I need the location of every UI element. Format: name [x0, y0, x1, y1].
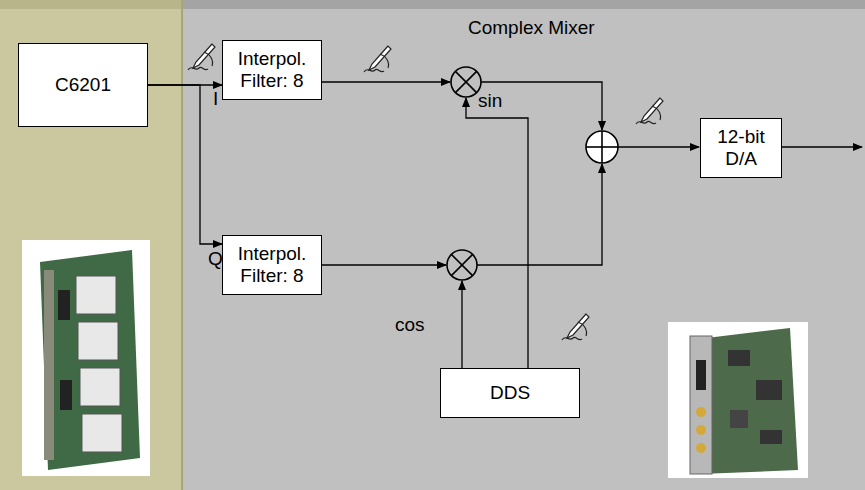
signal-name: I: [213, 88, 218, 110]
filter-box: Interpol. Filter: 8: [222, 235, 322, 295]
adder-symbol: [586, 131, 618, 163]
node-text: DDS: [490, 382, 530, 404]
mixer-symbol: [447, 67, 481, 280]
synthesizer-box: DDS: [440, 368, 580, 418]
block-label: Complex Mixer: [468, 17, 595, 39]
pen-icons: [188, 44, 663, 340]
board-photo-left: [22, 240, 150, 476]
node-text: C6201: [55, 74, 111, 96]
signal-name: cos: [395, 314, 425, 336]
converter-box: 12-bit D/A: [700, 118, 782, 178]
board-photo-right: [668, 322, 808, 478]
node-text: Interpol. Filter: 8: [229, 243, 315, 287]
signal-name: Q: [208, 248, 223, 270]
node-text: 12-bit D/A: [707, 126, 775, 170]
signal-connector: [148, 85, 222, 244]
node-text: Interpol. Filter: 8: [229, 48, 315, 92]
signal-name: sin: [478, 90, 502, 112]
processor-box: C6201: [18, 43, 148, 127]
filter-box: Interpol. Filter: 8: [222, 40, 322, 100]
